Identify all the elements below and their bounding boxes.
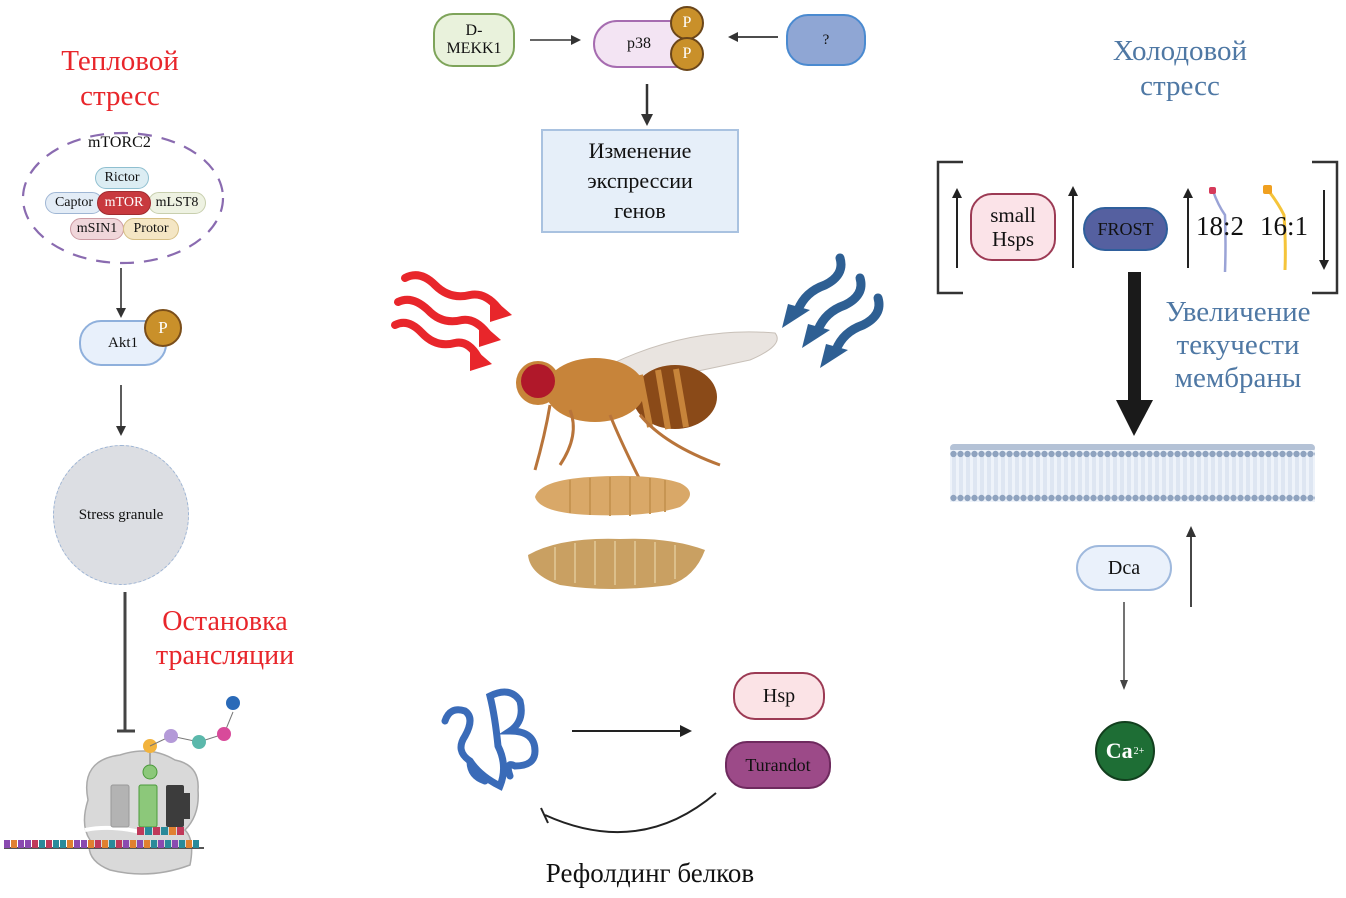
p38-phosphate-1: P — [670, 6, 704, 40]
membrane-fluidity-line3: мембраны — [1174, 362, 1302, 394]
cold-stress-title: Холодовой стресс — [1090, 34, 1270, 104]
calcium-symbol: Ca — [1105, 738, 1133, 763]
arrowhead-granule — [116, 426, 126, 436]
membrane-fluidity-line1: Увеличение — [1165, 296, 1311, 328]
lipid-18-2-label: 18:2 — [1196, 211, 1245, 241]
arrowhead-p38-right — [728, 32, 738, 42]
p38-phosphate-2: P — [670, 37, 704, 71]
down-arrowhead-16-1 — [1319, 260, 1329, 270]
small-hsps-protein: small Hsps — [970, 193, 1056, 261]
hsp-protein: Hsp — [733, 672, 825, 720]
heat-stress-title: Тепловой стресс — [40, 44, 200, 114]
translation-stop-line2: трансляции — [155, 640, 295, 671]
membrane-fluidity-label: Увеличение текучести мембраны — [1150, 296, 1326, 395]
arrowhead-calcium — [1120, 680, 1128, 690]
unfolded-protein-icon — [441, 688, 539, 791]
dmekk1-line1: D- — [465, 22, 483, 39]
larva — [528, 538, 705, 589]
calcium-charge: 2+ — [1133, 745, 1145, 757]
bracket-left — [936, 160, 963, 295]
fly-eye — [521, 364, 555, 398]
up-arrowhead-18-2 — [1183, 188, 1193, 198]
fly-thorax — [545, 358, 645, 422]
mrna-codons — [4, 840, 199, 848]
dmekk1-protein: D- MEKK1 — [433, 13, 515, 67]
translation-stop-label: Остановка трансляции — [140, 605, 310, 673]
gene-expression-line3: генов — [614, 198, 666, 223]
cold-stress-title-line2: стресс — [1140, 70, 1220, 102]
msin1-subunit: mSIN1 — [70, 218, 124, 240]
unknown-activator: ? — [786, 14, 866, 66]
drosophila-illustration — [516, 331, 778, 589]
captor-subunit: Captor — [45, 192, 103, 214]
mtor-subunit: mTOR — [97, 191, 151, 215]
lipid-18-2-head — [1209, 187, 1216, 194]
small-hsps-line1: small — [990, 203, 1036, 227]
arrowhead-genes — [641, 114, 653, 126]
heat-stress-title-line2: стресс — [80, 80, 160, 112]
mlst8-subunit: mLST8 — [148, 192, 206, 214]
gene-expression-box: Изменение экспрессии генов — [541, 129, 739, 233]
lipid-16-1-label: 16:1 — [1260, 211, 1309, 241]
arrowhead-akt1 — [116, 308, 126, 318]
arrowhead-membrane — [1186, 526, 1196, 537]
gene-expression-line2: экспрессии — [587, 168, 693, 193]
dmekk1-line2: MEKK1 — [446, 40, 502, 57]
big-arrow-head — [1116, 400, 1153, 436]
lipid-16-1-head — [1263, 185, 1272, 194]
arrowhead-hsp — [680, 725, 692, 737]
protor-subunit: Protor — [123, 218, 179, 240]
small-hsps-line2: Hsps — [991, 227, 1034, 251]
up-arrowhead-frost — [1068, 186, 1078, 196]
dca-protein: Dca — [1076, 545, 1172, 591]
membrane-fluidity-line2: текучести — [1176, 329, 1300, 361]
cell-membrane-icon — [950, 440, 1315, 505]
translation-stop-line1: Остановка — [162, 606, 288, 637]
akt1-phosphate: P — [144, 309, 182, 347]
ribosome-icon — [4, 696, 240, 875]
bracket-right — [1312, 160, 1339, 295]
inhibition-turandot-protein — [544, 792, 717, 834]
up-arrowhead-small-hsps — [952, 188, 962, 198]
inhibition-protein-bar — [540, 807, 549, 824]
heat-waves-icon — [391, 271, 512, 371]
pupa — [535, 475, 690, 516]
mtorc2-label: mTORC2 — [88, 134, 151, 151]
big-arrow-shaft — [1128, 272, 1141, 402]
turandot-protein: Turandot — [725, 741, 831, 789]
frost-protein: FROST — [1083, 207, 1168, 251]
rictor-subunit: Rictor — [95, 167, 149, 189]
fly-abdomen — [633, 365, 717, 429]
protein-refolding-label: Рефолдинг белков — [545, 858, 755, 888]
gene-expression-line1: Изменение — [588, 138, 692, 163]
cold-stress-title-line1: Холодовой — [1112, 35, 1248, 67]
heat-stress-title-line1: Тепловой — [61, 45, 179, 77]
arrowhead-p38-left — [571, 35, 581, 45]
cold-waves-icon — [782, 253, 884, 368]
stress-granule: Stress granule — [53, 445, 189, 585]
